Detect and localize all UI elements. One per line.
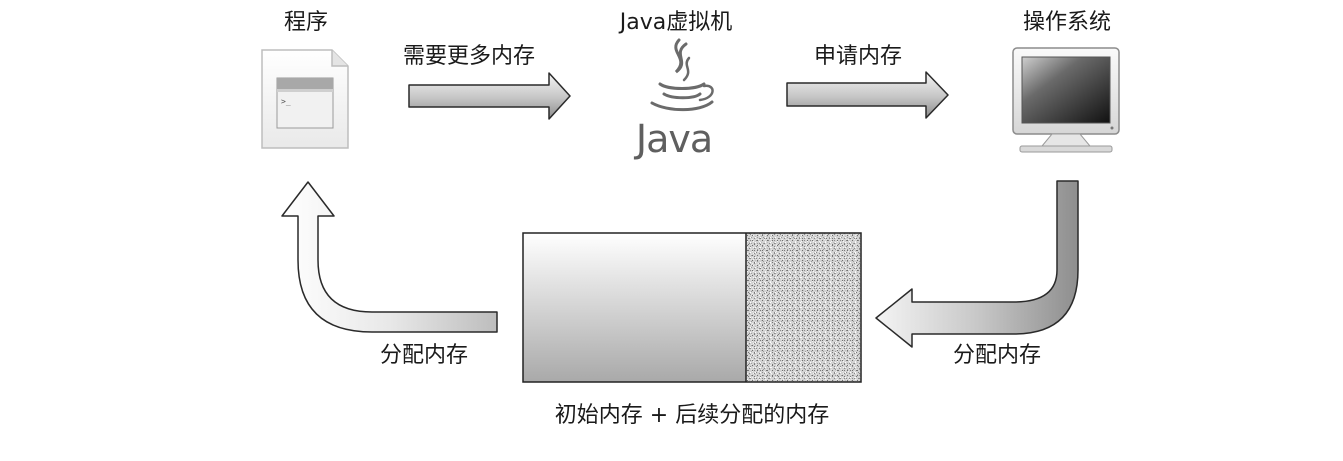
arrow-os-to-memory (875, 180, 1079, 348)
svg-text:>_: >_ (281, 97, 291, 106)
edge-label-allocate-from-os: 分配内存 (952, 343, 1042, 368)
program-label: 程序 (283, 10, 329, 35)
arrow-memory-to-program (281, 181, 498, 333)
edge-label-allocate-to-program: 分配内存 (379, 343, 469, 368)
program-file-icon: >_ (261, 49, 349, 149)
computer-monitor-icon (1012, 47, 1120, 153)
arrow-jvm-to-os (786, 71, 949, 119)
memory-block (522, 232, 862, 383)
memory-caption: 初始内存 + 后续分配的内存 (554, 403, 830, 428)
jvm-label: Java虚拟机 (619, 10, 733, 35)
os-label: 操作系统 (1022, 10, 1112, 35)
edge-label-request-memory: 申请内存 (813, 44, 903, 69)
arrow-program-to-jvm (408, 72, 571, 120)
edge-label-need-more-memory: 需要更多内存 (402, 44, 536, 69)
java-logo-text: Java (635, 117, 713, 161)
initial-memory-segment (523, 233, 746, 382)
java-logo-icon (650, 38, 714, 112)
